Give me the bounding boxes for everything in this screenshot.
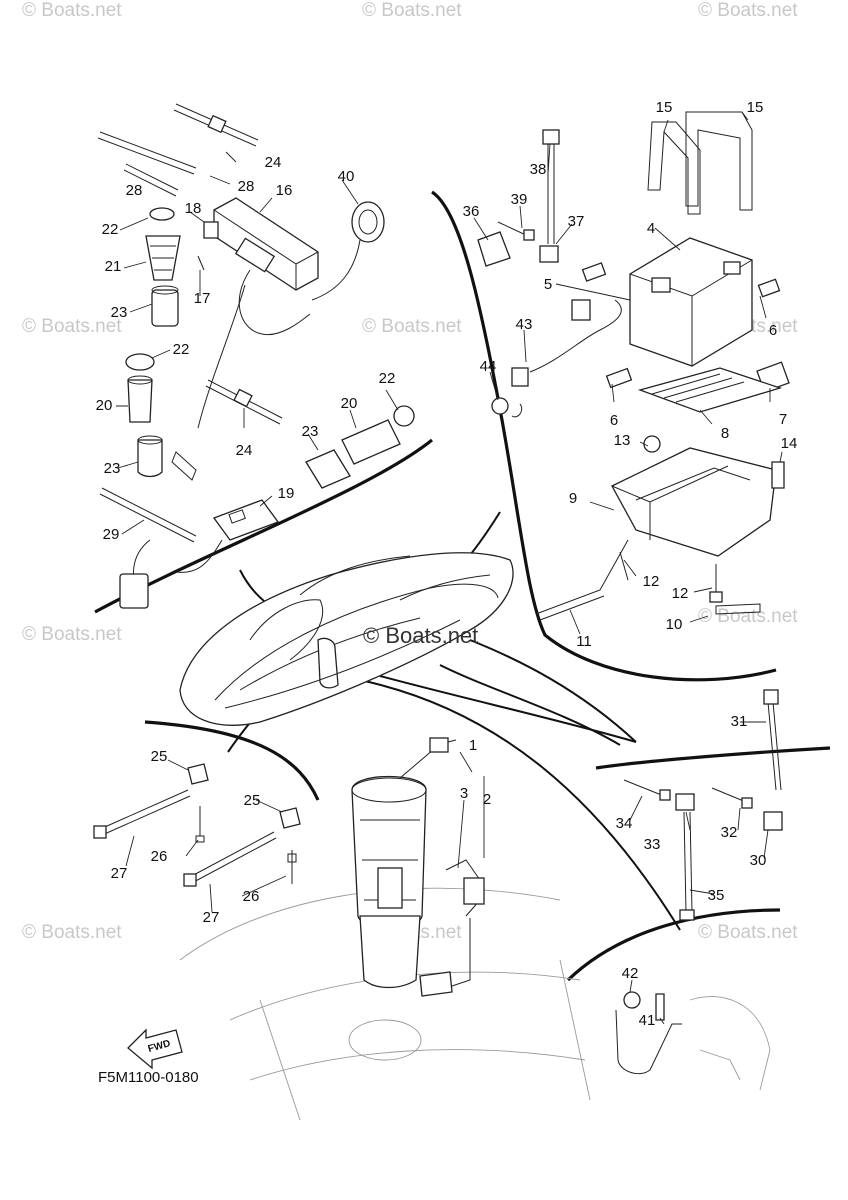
watermark: © Boats.net bbox=[698, 0, 798, 21]
watermark: © Boats.net bbox=[22, 316, 122, 337]
callout-7: 7 bbox=[779, 411, 787, 428]
fuel-pump-section bbox=[179, 737, 591, 1121]
callout-37: 37 bbox=[568, 213, 585, 230]
callout-22: 22 bbox=[102, 221, 119, 238]
callout-14: 14 bbox=[781, 435, 798, 452]
callout-18: 18 bbox=[185, 200, 202, 217]
callout-40: 40 bbox=[338, 168, 355, 185]
callout-28: 28 bbox=[126, 182, 143, 199]
diagram-code: F5M1100-0180 bbox=[98, 1069, 199, 1086]
callout-5: 5 bbox=[544, 276, 552, 293]
callout-42: 42 bbox=[622, 965, 639, 982]
callout-15: 15 bbox=[656, 99, 673, 116]
callout-labels: 1 2 3 4 5 6 6 7 8 9 10 11 12 12 13 14 15… bbox=[96, 99, 798, 1029]
watermark: © Boats.net bbox=[22, 922, 122, 943]
callout-12: 12 bbox=[643, 573, 660, 590]
callout-26: 26 bbox=[243, 888, 260, 905]
callout-27: 27 bbox=[111, 865, 128, 882]
callout-34: 34 bbox=[616, 815, 633, 832]
callout-26: 26 bbox=[151, 848, 168, 865]
callout-21: 21 bbox=[105, 258, 122, 275]
clamp-section-left: FWD bbox=[93, 763, 301, 1070]
callout-38: 38 bbox=[530, 161, 547, 178]
callout-33: 33 bbox=[644, 836, 661, 853]
callout-2: 2 bbox=[483, 791, 491, 808]
callout-29: 29 bbox=[103, 526, 120, 543]
center-watermark: © Boats.net bbox=[363, 623, 478, 648]
watermark: © Boats.net bbox=[22, 0, 122, 21]
callout-35: 35 bbox=[708, 887, 725, 904]
section-separators bbox=[94, 190, 831, 982]
callout-44: 44 bbox=[480, 358, 497, 375]
callout-24: 24 bbox=[236, 442, 253, 459]
callout-9: 9 bbox=[569, 490, 577, 507]
callout-24: 24 bbox=[265, 154, 282, 171]
callout-23: 23 bbox=[111, 304, 128, 321]
watermark-layer: © Boats.net © Boats.net © Boats.net © Bo… bbox=[22, 0, 798, 943]
callout-36: 36 bbox=[463, 203, 480, 220]
clamp-section-right bbox=[623, 689, 783, 921]
callout-10: 10 bbox=[666, 616, 683, 633]
callout-3: 3 bbox=[460, 785, 468, 802]
callout-25: 25 bbox=[244, 792, 261, 809]
watermark: © Boats.net bbox=[22, 624, 122, 645]
callout-28: 28 bbox=[238, 178, 255, 195]
callout-6: 6 bbox=[769, 322, 777, 339]
callout-19: 19 bbox=[278, 485, 295, 502]
callout-41: 41 bbox=[639, 1012, 656, 1029]
callout-6: 6 bbox=[610, 412, 618, 429]
watercraft-hull: © Boats.net bbox=[179, 552, 514, 726]
callout-22: 22 bbox=[173, 341, 190, 358]
callout-32: 32 bbox=[721, 824, 738, 841]
callout-22: 22 bbox=[379, 370, 396, 387]
watermark: © Boats.net bbox=[698, 606, 798, 627]
battery-section bbox=[477, 111, 790, 621]
callout-20: 20 bbox=[341, 395, 358, 412]
callout-39: 39 bbox=[511, 191, 528, 208]
callout-43: 43 bbox=[516, 316, 533, 333]
callout-23: 23 bbox=[104, 460, 121, 477]
watermark: © Boats.net bbox=[362, 316, 462, 337]
callout-23: 23 bbox=[302, 423, 319, 440]
callout-15: 15 bbox=[747, 99, 764, 116]
callout-11: 11 bbox=[576, 633, 592, 650]
callout-17: 17 bbox=[194, 290, 211, 307]
watermark: © Boats.net bbox=[698, 922, 798, 943]
callout-31: 31 bbox=[731, 713, 748, 730]
callout-12: 12 bbox=[672, 585, 689, 602]
meter-section bbox=[97, 103, 415, 609]
ground-wire-section bbox=[615, 991, 771, 1091]
callout-4: 4 bbox=[647, 220, 655, 237]
callout-13: 13 bbox=[614, 432, 631, 449]
callout-20: 20 bbox=[96, 397, 113, 414]
callout-8: 8 bbox=[721, 425, 729, 442]
callout-27: 27 bbox=[203, 909, 220, 926]
callout-30: 30 bbox=[750, 852, 767, 869]
leader-lines bbox=[116, 111, 783, 1025]
callout-1: 1 bbox=[469, 737, 477, 754]
watermark: © Boats.net bbox=[362, 0, 462, 21]
callout-16: 16 bbox=[276, 182, 293, 199]
callout-25: 25 bbox=[151, 748, 168, 765]
